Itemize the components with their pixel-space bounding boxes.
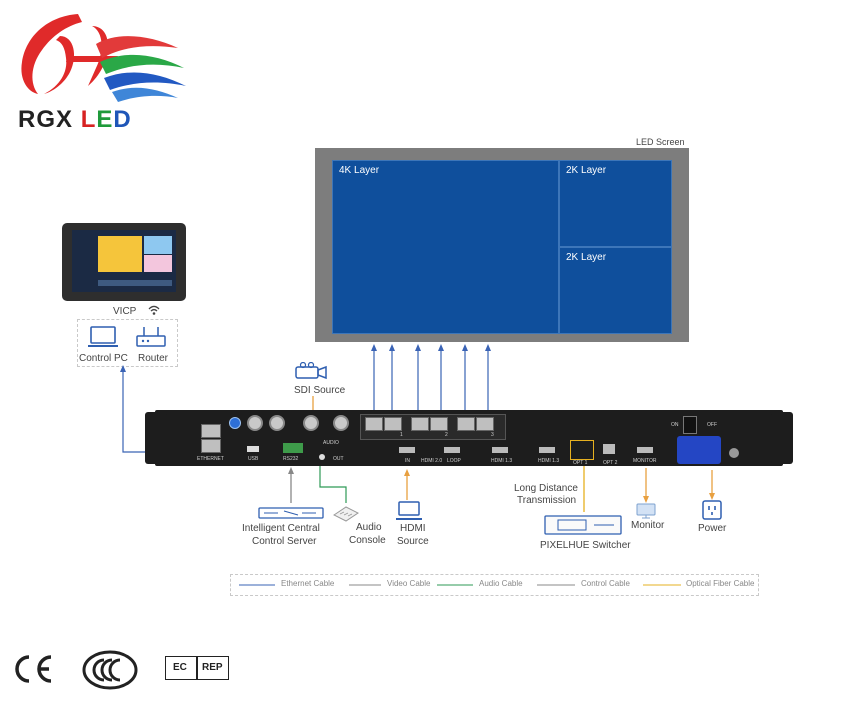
output-port[interactable] [476, 417, 494, 431]
hdmi-source-label-1: HDMI [400, 523, 426, 534]
bnc-connector[interactable] [269, 415, 285, 431]
audio-console-label-2: Console [349, 535, 386, 546]
legend-control: Control Cable [581, 579, 630, 588]
wifi-icon [148, 305, 160, 315]
long-distance-label-1: Long Distance [514, 483, 578, 494]
panel-label-on: ON [671, 422, 679, 428]
panel-label-ethernet: ETHERNET [197, 456, 224, 462]
output-port[interactable] [411, 417, 429, 431]
central-server-label-1: Intelligent Central [242, 523, 320, 534]
panel-label-hdmi20: HDMI 2.0 [421, 458, 443, 464]
ethernet-port[interactable] [201, 439, 221, 453]
vicp-label: VICP [113, 306, 137, 317]
processor-rear-panel: ETHERNET USB RS232 AUDIO OUT 1 2 3 IN HD… [145, 410, 793, 466]
control-pc-label: Control PC [79, 353, 128, 364]
control-group-box [77, 319, 178, 367]
audio-console-icon [333, 506, 359, 522]
hdmi-port[interactable] [399, 447, 415, 453]
layer-2k-top: 2K Layer [559, 160, 672, 247]
rep-label: REP [202, 662, 223, 673]
vicp-tablet [62, 223, 186, 301]
layer-2k-bottom: 2K Layer [559, 247, 672, 334]
router-icon [136, 327, 166, 347]
hdmi-port[interactable] [444, 447, 460, 453]
panel-label-hdmi13: HDMI 1.3 [491, 458, 513, 464]
power-outlet-icon [702, 500, 722, 520]
legend-ethernet: Ethernet Cable [281, 579, 335, 588]
central-server-label-2: Control Server [252, 536, 317, 547]
panel-button[interactable] [229, 417, 241, 429]
power-socket[interactable] [677, 436, 721, 464]
laptop-icon [396, 501, 422, 520]
panel-label-off: OFF [707, 422, 717, 428]
panel-label-rs232: RS232 [283, 456, 299, 462]
panel-label-port-2: 2 [445, 432, 448, 438]
panel-label-monitor: MONITOR [633, 458, 657, 464]
brand-logo-icon [21, 14, 186, 102]
monitor-port[interactable] [637, 447, 653, 453]
pixelhue-switcher-label: PIXELHUE Switcher [540, 540, 631, 551]
legend-audio: Audio Cable [479, 579, 523, 588]
power-switch[interactable] [683, 416, 697, 434]
panel-label-out: OUT [333, 456, 344, 462]
legend-fiber: Optical Fiber Cable [686, 579, 755, 588]
panel-label-opt1: OPT 1 [573, 460, 588, 466]
cable-legend: Ethernet Cable Video Cable Audio Cable C… [230, 574, 759, 596]
panel-label-audio: AUDIO [323, 440, 339, 446]
monitor-label: Monitor [631, 520, 665, 531]
opt-port-2[interactable] [603, 444, 615, 454]
panel-label-port-3: 3 [491, 432, 494, 438]
panel-label-loop: LOOP [447, 458, 461, 464]
led-screen: 4K Layer 2K Layer 2K Layer [315, 148, 689, 342]
ec-rep-box: EC REP [165, 656, 229, 680]
ec-label: EC [173, 662, 187, 673]
usb-port[interactable] [247, 446, 259, 452]
panel-label-hdmi13: HDMI 1.3 [538, 458, 560, 464]
panel-label-port-1: 1 [400, 432, 403, 438]
audio-console-label-1: Audio [356, 522, 382, 533]
ethernet-port[interactable] [201, 424, 221, 438]
opt-port-1[interactable] [570, 440, 594, 460]
monitor-icon [636, 503, 656, 519]
output-port[interactable] [430, 417, 448, 431]
output-port[interactable] [365, 417, 383, 431]
output-port[interactable] [384, 417, 402, 431]
sdi-source-label: SDI Source [294, 385, 346, 396]
ce-mark-icon [15, 655, 52, 683]
power-label: Power [698, 523, 727, 534]
ccc-mark-icon [82, 650, 138, 690]
brand-name: RGX LED [18, 106, 132, 133]
tablet-screen [72, 230, 176, 292]
laptop-icon [88, 326, 118, 347]
bnc-connector[interactable] [247, 415, 263, 431]
audio-jack[interactable] [319, 454, 325, 460]
router-label: Router [138, 353, 169, 364]
camera-icon [295, 362, 327, 380]
hdmi-port[interactable] [492, 447, 508, 453]
bnc-connector[interactable] [303, 415, 319, 431]
switcher-icon [544, 515, 622, 535]
panel-label-in: IN [405, 458, 410, 464]
server-icon [258, 507, 324, 519]
layer-4k: 4K Layer [332, 160, 559, 334]
hdmi-source-label-2: Source [397, 536, 429, 547]
led-screen-title: LED Screen [636, 137, 685, 147]
long-distance-label-2: Transmission [517, 495, 577, 506]
ground-screw [729, 448, 739, 458]
hdmi-port[interactable] [539, 447, 555, 453]
legend-video: Video Cable [387, 579, 431, 588]
panel-label-opt2: OPT 2 [603, 460, 618, 466]
rs232-port[interactable] [283, 443, 303, 453]
output-port[interactable] [457, 417, 475, 431]
bnc-connector[interactable] [333, 415, 349, 431]
panel-label-usb: USB [248, 456, 259, 462]
